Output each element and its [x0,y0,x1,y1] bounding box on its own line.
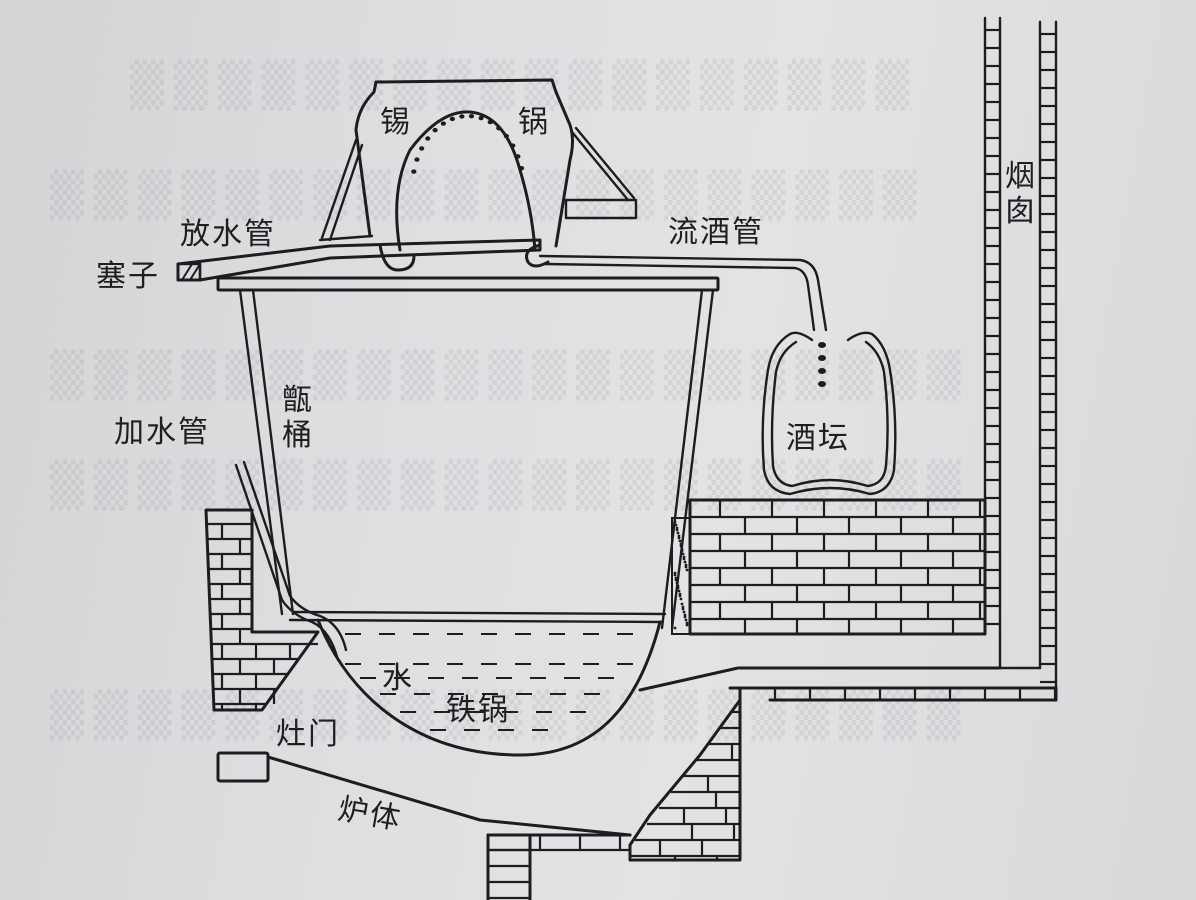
tin-pot [318,78,638,272]
chimney [983,16,1058,702]
label-chimney-1: 烟 [1005,159,1035,194]
stove-door [216,751,270,783]
label-steamer-barrel-2: 桶 [282,417,312,453]
furnace-floor [266,755,632,837]
iron-pot [316,618,662,757]
steamer-barrel [216,276,720,630]
stopper [176,262,202,282]
label-water: 水 [382,661,414,696]
flue [638,638,1058,702]
label-water-inlet-pipe: 加水管 [114,415,210,450]
label-tin-pot-right: 锅 [518,105,550,140]
label-liquor-outflow-pipe: 流酒管 [668,215,764,250]
jar-platform [688,498,987,636]
label-chimney: 烟 囱 [1003,159,1037,229]
label-drain-pipe: 放水管 [180,217,276,252]
label-iron-pot: 铁锅 [446,693,510,728]
label-stopper: 塞子 [96,259,160,294]
insulation-strip [671,517,691,635]
label-chimney-2: 囱 [1005,193,1035,229]
water-inlet-pipe [234,460,348,662]
label-tin-pot-left: 锡 [380,105,412,140]
label-steamer-barrel-1: 甑 [282,383,312,418]
label-liquor-jar: 酒坛 [786,421,850,456]
label-stove-door: 灶门 [276,717,340,752]
label-steamer-barrel: 甑 桶 [280,383,314,453]
furnace-masonry-right [486,686,742,900]
liquor-outflow-pipe [538,254,828,332]
furnace-masonry-left [204,508,320,712]
liquor-jar [761,331,897,496]
